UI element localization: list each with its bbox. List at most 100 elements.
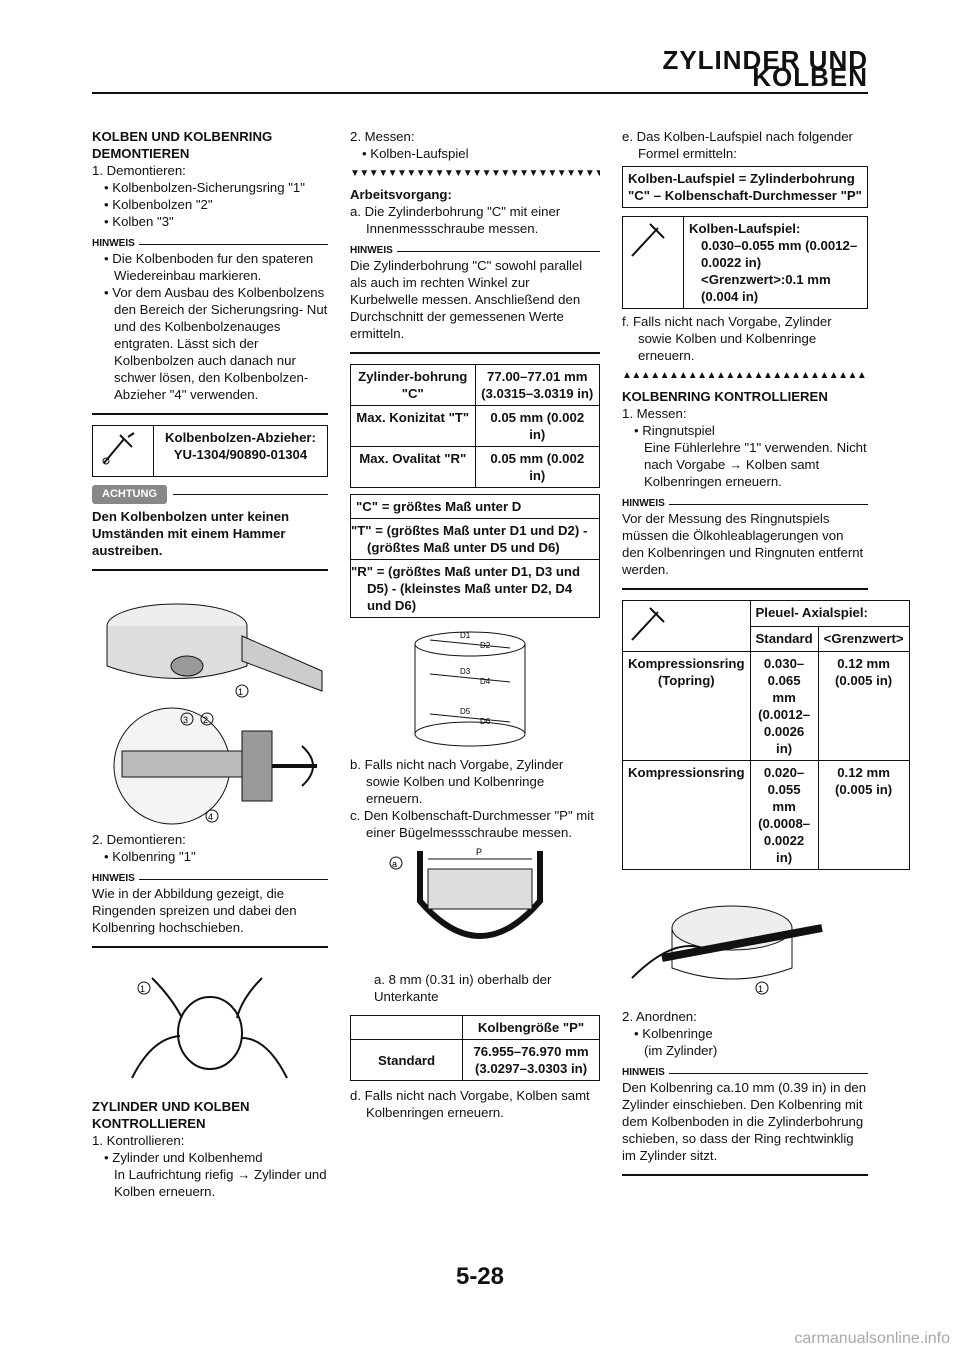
step-c: c. Den Kolbenschaft-Durchmesser "P" mit …	[350, 808, 594, 840]
bullet-text: (im Zylinder)	[644, 1043, 718, 1058]
svg-text:D5: D5	[460, 707, 471, 716]
table-header: Pleuel- Axialspiel:	[749, 600, 910, 627]
hinweis-heading: HINWEIS	[350, 245, 600, 257]
formula-table: "C" = größtes Maß unter D "T" = (größtes…	[350, 494, 600, 618]
step-a: a. Die Zylinderbohrung "C" mit einer Inn…	[350, 204, 561, 236]
bullet: • Kolbenbolzen "2"	[104, 197, 213, 212]
table-row: Max. Konizitat "T"0.05 mm (0.002 in)	[350, 405, 600, 447]
svg-text:1: 1	[238, 687, 243, 697]
divider	[350, 352, 600, 354]
col-limit: <Grenzwert>	[817, 625, 910, 652]
svg-text:D1: D1	[460, 631, 471, 640]
tool-icon	[92, 425, 154, 477]
formula-c: "C" = größtes Maß unter D	[350, 494, 600, 519]
formula-t: "T" = (größtes Maß unter D1 und D2) - (g…	[350, 518, 600, 560]
section-title-zylinder-kontrollieren: ZYLINDER UND KOLBEN KONTROLLIEREN	[92, 1099, 250, 1131]
step-2: 2. Anordnen:	[622, 1009, 697, 1024]
piston-size-value: 76.955–76.970 mm (3.0297–3.0303 in)	[462, 1039, 600, 1081]
warning-text: Den Kolbenbolzen unter keinen Umständen …	[92, 509, 290, 558]
hinweis-heading: HINWEIS	[622, 1067, 868, 1079]
divider	[92, 413, 328, 415]
piston-pin-figure: 1 3 2 4	[106, 603, 323, 825]
hinweis-heading: HINWEIS	[92, 238, 328, 250]
page-number: 5-28	[455, 1263, 505, 1290]
cylinder-spec-table: Zylinder-bohrung "C"77.00–77.01 mm (3.03…	[350, 364, 600, 488]
ring-clearance-table: Pleuel- Axialspiel: Standard<Grenzwert> …	[622, 600, 910, 870]
svg-text:1: 1	[140, 984, 145, 994]
bullet: • Kolbenbolzen-Sicherungsring "1"	[104, 180, 305, 195]
table-row: Zylinder-bohrung "C"77.00–77.01 mm (3.03…	[350, 364, 600, 406]
page-title: ZYLINDER UND KOLBEN	[662, 45, 868, 92]
bullet-text: Eine Fühlerlehre "1" verwenden. Nicht na…	[644, 440, 867, 489]
divider	[622, 1174, 868, 1176]
svg-text:4: 4	[208, 812, 213, 822]
bullet: • Ringnutspiel	[634, 423, 715, 438]
achtung-heading: ACHTUNG	[92, 485, 328, 504]
svg-text:D4: D4	[480, 677, 491, 686]
svg-text:2: 2	[203, 715, 208, 725]
divider	[92, 569, 328, 571]
svg-text:P: P	[476, 847, 482, 857]
svg-text:D2: D2	[480, 641, 491, 650]
svg-text:a: a	[392, 859, 397, 869]
note-bullet: • Die Kolbenboden fur den spateren Wiede…	[104, 251, 314, 283]
header-rule	[92, 92, 868, 94]
piston-size-label: Standard	[349, 1039, 464, 1081]
spec-box: Kolben-Laufspiel: 0.030–0.055 mm (0.0012–…	[622, 216, 868, 309]
piston-ring-hands-figure: 1	[131, 977, 288, 1079]
step-1: 1. Kontrollieren:	[92, 1133, 185, 1148]
bullet: • Kolbenring "1"	[104, 849, 196, 864]
procedure-title: Arbeitsvorgang:	[350, 187, 452, 202]
section-title-kolbenring: KOLBENRING KONTROLLIEREN	[622, 389, 828, 404]
micrometer-figure: P a	[389, 847, 543, 939]
triangle-separator: ▲▲▲▲▲▲▲▲▲▲▲▲▲▲▲▲▲▲▲▲▲▲▲▲▲▲▲	[622, 370, 868, 381]
formula-box: Kolben-Laufspiel = Zylinderbohrung "C" –…	[622, 166, 868, 208]
step-f: f. Falls nicht nach Vorgabe, Zylinder so…	[622, 314, 832, 363]
divider	[92, 946, 328, 948]
column-right: e. Das Kolben-Laufspiel nach folgender F…	[622, 128, 910, 1186]
bullet: • Kolben-Laufspiel	[362, 146, 469, 161]
formula-r: "R" = (größtes Maß unter D1, D3 und D5) …	[350, 559, 600, 618]
spec-icon	[622, 216, 684, 309]
svg-text:1: 1	[758, 984, 763, 994]
spec-heading: Kolben-Laufspiel:	[689, 221, 801, 236]
step-2: 2. Messen:	[350, 129, 415, 144]
svg-text:D6: D6	[480, 717, 491, 726]
tool-name: Kolbenbolzen-Abzieher: YU-1304/90890-013…	[153, 425, 328, 477]
bullet: • Kolben "3"	[104, 214, 174, 229]
note-bullet: • Vor dem Ausbau des Kolbenbolzens den B…	[104, 285, 328, 402]
clearance-formula: Kolben-Laufspiel = Zylinderbohrung "C" –…	[622, 166, 868, 208]
tool-table: Kolbenbolzen-Abzieher: YU-1304/90890-013…	[92, 425, 328, 477]
hinweis-heading: HINWEIS	[92, 873, 328, 885]
svg-text:3: 3	[183, 715, 188, 725]
step-b: b. Falls nicht nach Vorgabe, Zylinder so…	[350, 757, 564, 806]
step-1: 1. Messen:	[622, 406, 687, 421]
hinweis-heading: HINWEIS	[622, 498, 868, 510]
note-text: Den Kolbenring ca.10 mm (0.39 in) in den…	[622, 1080, 867, 1163]
step-e: e. Das Kolben-Laufspiel nach folgender F…	[622, 129, 853, 161]
piston-size-header: Kolbengröße "P"	[462, 1015, 600, 1040]
bullet: • Kolbenringe	[634, 1026, 713, 1041]
col-standard: Standard	[749, 625, 819, 652]
table-row: Max. Ovalitat "R"0.05 mm (0.002 in)	[350, 446, 600, 488]
note-text: Vor der Messung des Ringnutspiels müssen…	[622, 511, 864, 577]
table-row: Kompressionsring (Topring)0.030–0.065 mm…	[622, 651, 910, 761]
spec-value: 0.030–0.055 mm (0.0012–0.0022 in) <Grenz…	[701, 238, 858, 304]
bullet-text: In Laufrichtung riefig → Zylinder und Ko…	[114, 1167, 327, 1199]
note-text: Die Zylinderbohrung "C" sowohl parallel …	[350, 258, 583, 341]
watermark: carmanualsonline.info	[794, 1330, 950, 1347]
svg-text:D3: D3	[460, 667, 471, 676]
note-a: a. 8 mm (0.31 in) oberhalb der Unterkant…	[374, 972, 552, 1004]
column-middle: 2. Messen: • Kolben-Laufspiel ▼▼▼▼▼▼▼▼▼▼…	[349, 128, 600, 1121]
step-2: 2. Demontieren:	[92, 832, 186, 847]
divider	[622, 588, 868, 590]
section-title-kolben-demontieren: KOLBEN UND KOLBENRING DEMONTIEREN	[92, 129, 273, 161]
step-1: 1. Demontieren:	[92, 163, 186, 178]
triangle-separator: ▼▼▼▼▼▼▼▼▼▼▼▼▼▼▼▼▼▼▼▼▼▼▼▼▼▼▼▼	[350, 168, 600, 179]
bullet: • Zylinder und Kolbenhemd	[104, 1150, 263, 1165]
note-text: Wie in der Abbildung gezeigt, die Ringen…	[92, 886, 297, 935]
feeler-gauge-figure: 1	[631, 905, 823, 995]
